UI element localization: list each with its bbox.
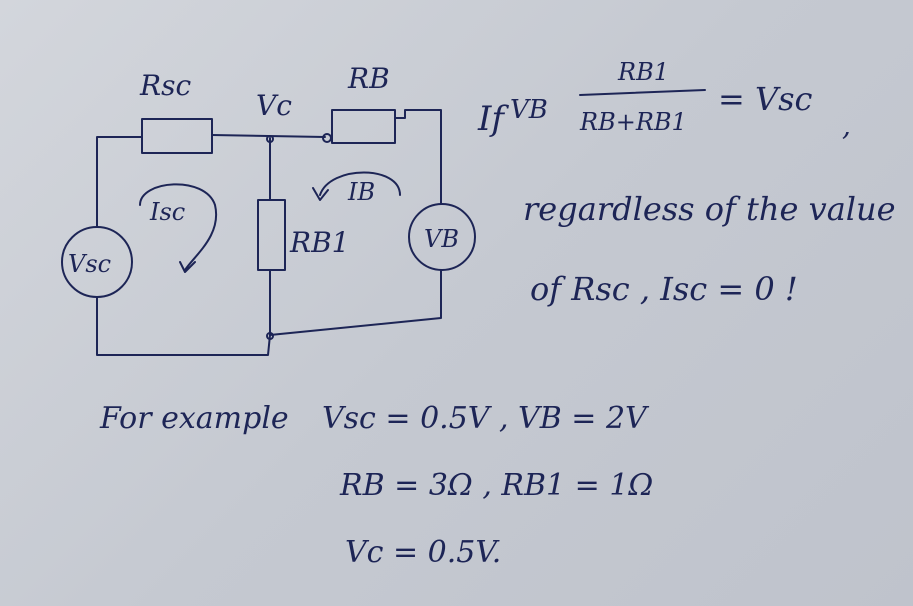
node-vc [266, 135, 274, 143]
example-block: For example Vsc = 0.5V , VB = 2V RB = 3Ω… [99, 401, 653, 570]
vsc-source-label: Vsc [68, 250, 111, 278]
isc-loop-arrow [139, 183, 218, 273]
example-line1: Vsc = 0.5V , VB = 2V [322, 401, 650, 436]
ib-loop-arrow [312, 171, 401, 201]
regardless-line: regardless of the value [523, 190, 896, 228]
equals-vsc: = Vsc [718, 80, 813, 118]
rsc-label: Rsc [139, 69, 191, 102]
fraction-denominator: RB+RB1 [579, 108, 687, 136]
vb-text: VB [510, 95, 548, 125]
node-bottom [266, 332, 274, 340]
isc-label: Isc [149, 198, 185, 226]
node-rb [322, 133, 332, 143]
resistor-rb [331, 109, 396, 144]
example-line3: Vc = 0.5V. [345, 535, 501, 570]
fraction-bar [579, 89, 706, 96]
comma: , [842, 109, 851, 142]
source-vsc [61, 226, 133, 298]
wire-left-top [96, 136, 143, 228]
condition-statement: If VB RB1 RB+RB1 = Vsc , regardless of t… [477, 58, 896, 308]
vb-source-label: VB [424, 225, 459, 253]
fraction-numerator: RB1 [617, 58, 669, 86]
source-vb [408, 203, 476, 271]
result-line: of Rsc , Isc = 0 ! [530, 270, 798, 308]
rb1-label: RB1 [289, 226, 349, 259]
ib-label: IB [347, 178, 375, 206]
resistor-rsc [141, 118, 213, 154]
circuit-diagram: Vsc VB Rsc Vc RB RB1 Isc IB [61, 62, 476, 356]
vc-label: Vc [256, 89, 292, 122]
resistor-rb1 [257, 199, 286, 271]
example-line2: RB = 3Ω , RB1 = 1Ω [339, 468, 653, 503]
wire-right-bottom [269, 269, 442, 336]
if-text: If [477, 99, 509, 139]
rb-label: RB [347, 62, 390, 95]
wire-bottom [96, 296, 271, 356]
example-label: For example [99, 401, 289, 436]
wire-top-right [394, 109, 442, 205]
